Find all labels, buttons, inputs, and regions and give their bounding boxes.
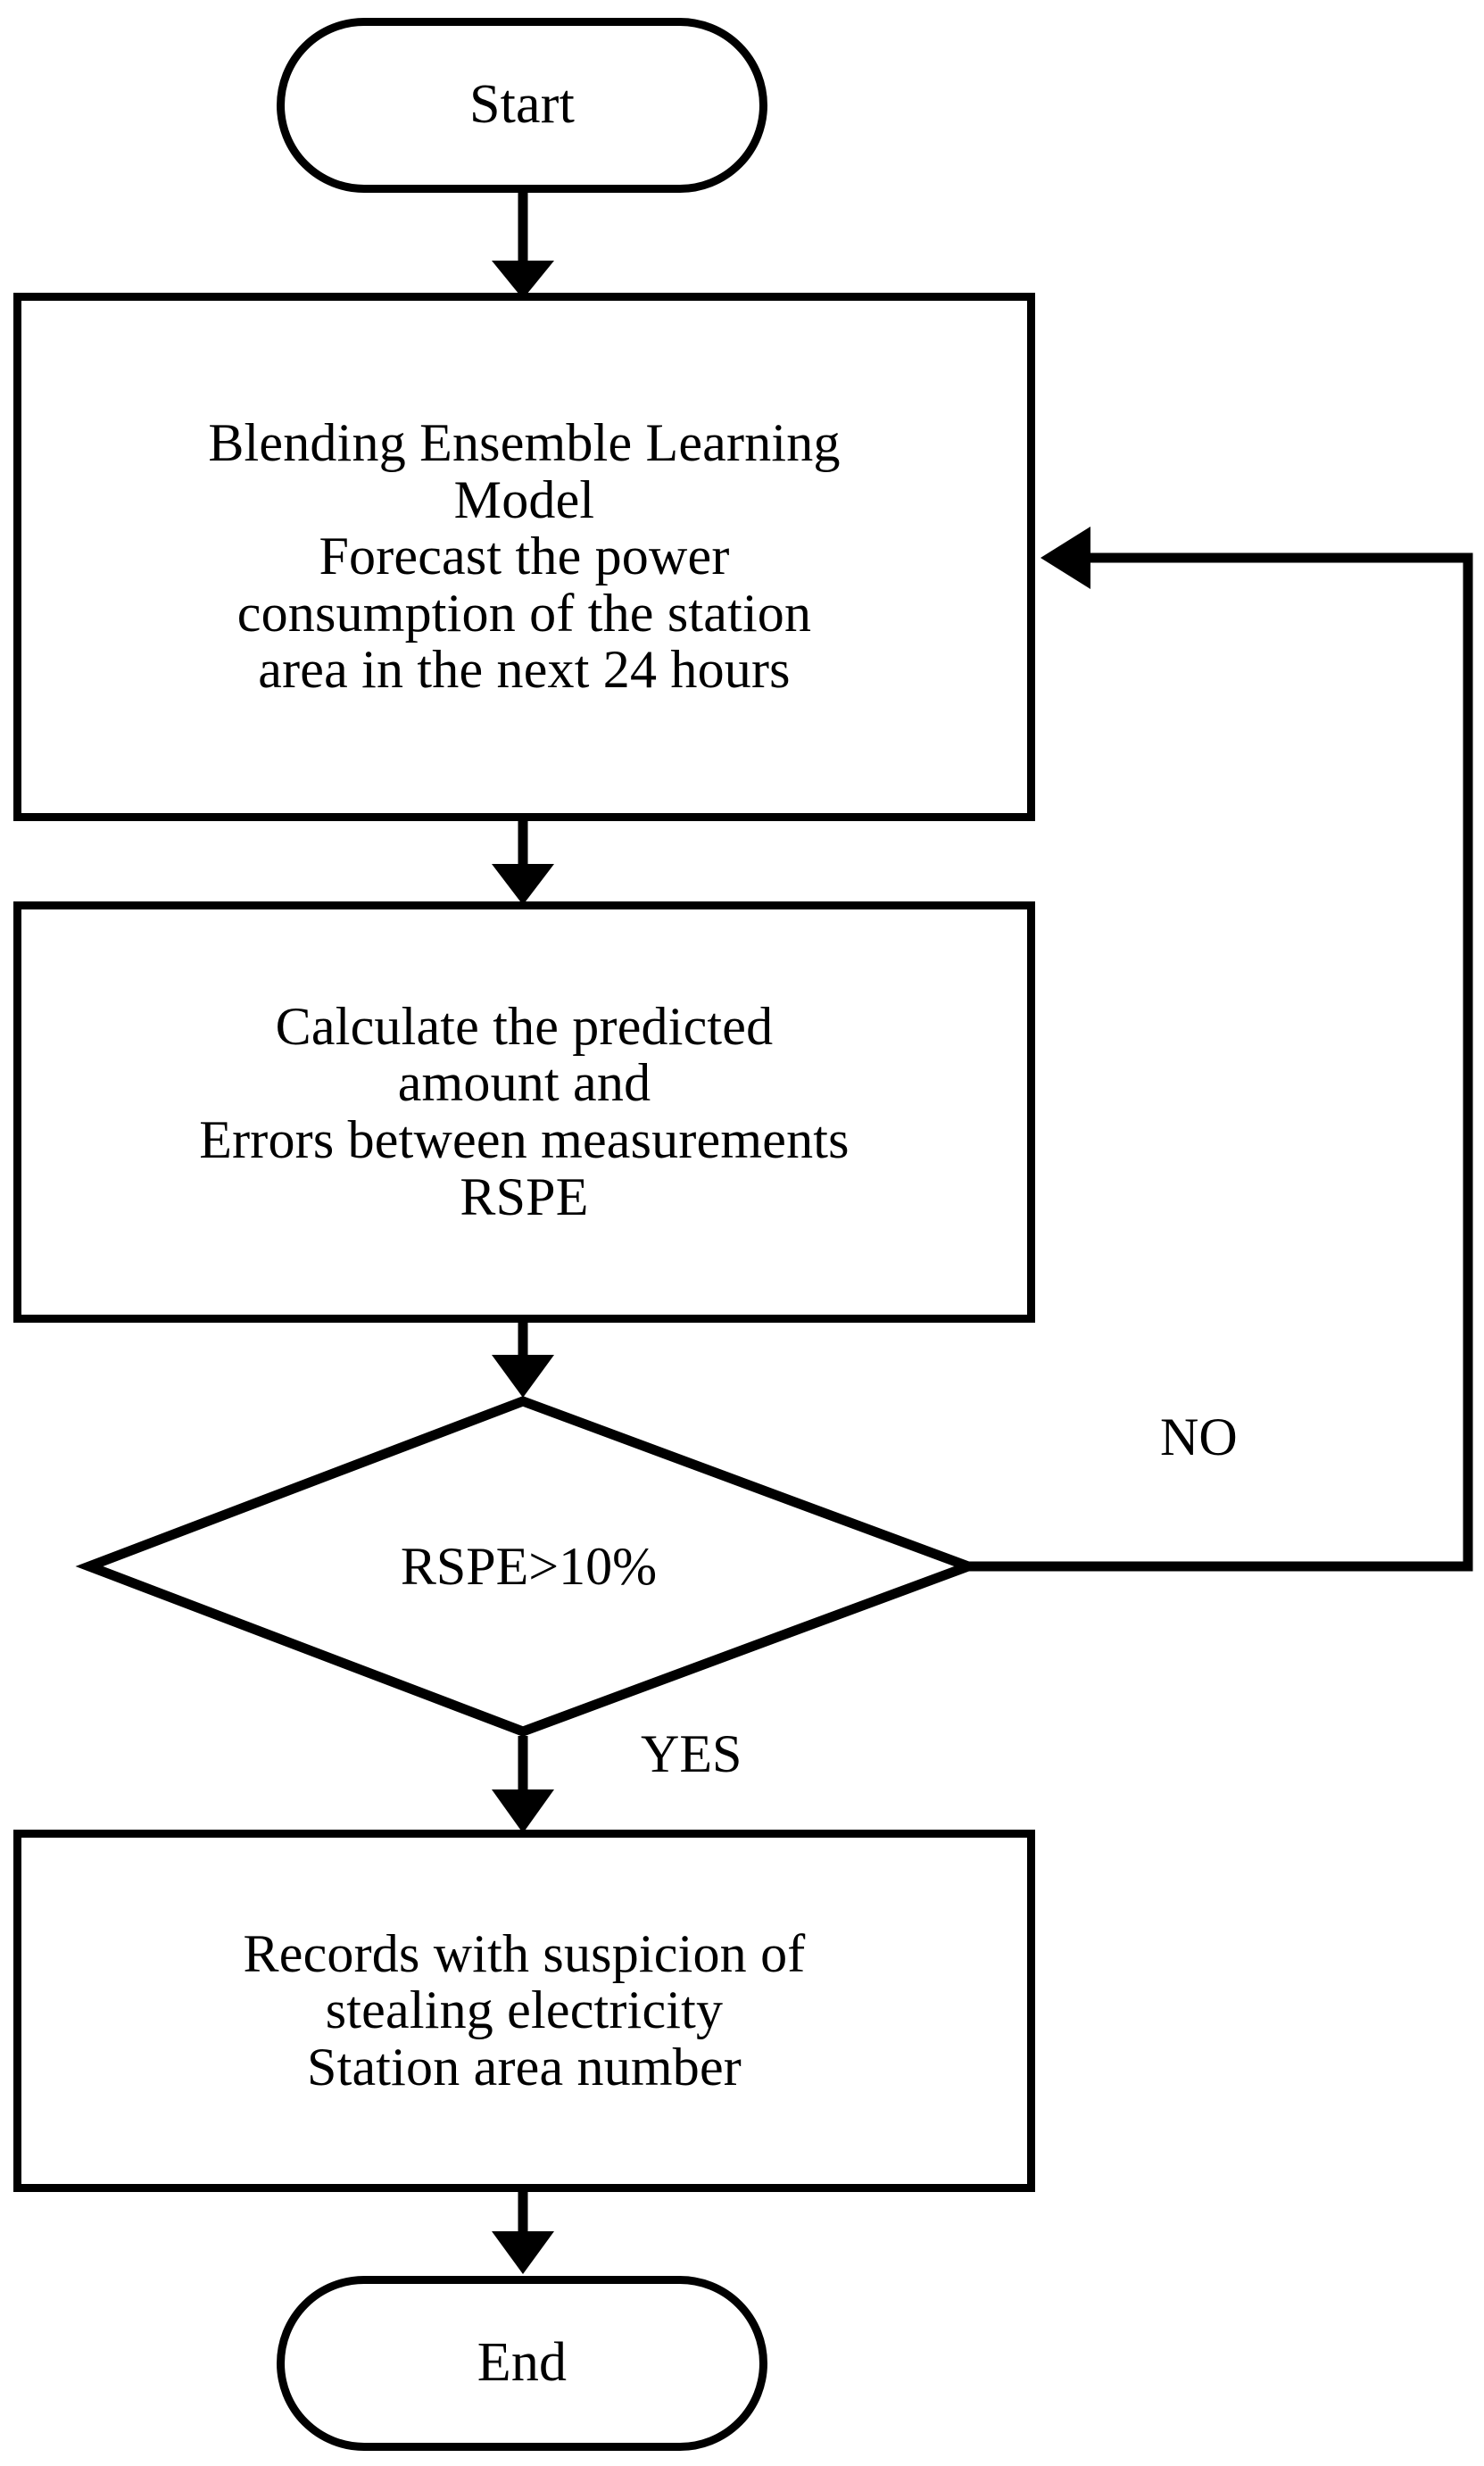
node-records-suspicion-label: Records with suspicion of stealing elect… — [243, 1923, 806, 2097]
connector-start-to-model — [492, 192, 554, 299]
node-start-label: Start — [468, 74, 576, 136]
node-blending-model[interactable]: Blending Ensemble Learning Model Forecas… — [13, 293, 1035, 821]
node-blending-model-label: Blending Ensemble Learning Model Forecas… — [208, 413, 841, 700]
node-calculate-error[interactable]: Calculate the predicted amount and Error… — [13, 901, 1035, 1323]
connector-model-to-calculate — [492, 819, 554, 905]
node-end-label: End — [477, 2332, 568, 2394]
node-decision-rspe[interactable]: RSPE>10% — [89, 1401, 968, 1731]
node-start[interactable]: Start — [277, 18, 767, 193]
edge-label-no-text: NO — [1160, 1407, 1238, 1466]
node-calculate-error-label: Calculate the predicted amount and Error… — [199, 996, 850, 1226]
connector-records-to-end — [492, 2191, 554, 2274]
connector-decision-yes — [492, 1736, 554, 1833]
node-end[interactable]: End — [277, 2276, 767, 2451]
node-records-suspicion[interactable]: Records with suspicion of stealing elect… — [13, 1830, 1035, 2192]
connector-calculate-to-decision — [492, 1321, 554, 1398]
edge-label-no: NO — [1160, 1410, 1238, 1464]
edge-label-yes-text: YES — [641, 1724, 742, 1783]
node-decision-rspe-label: RSPE>10% — [400, 1537, 658, 1596]
edge-label-yes: YES — [641, 1727, 742, 1781]
